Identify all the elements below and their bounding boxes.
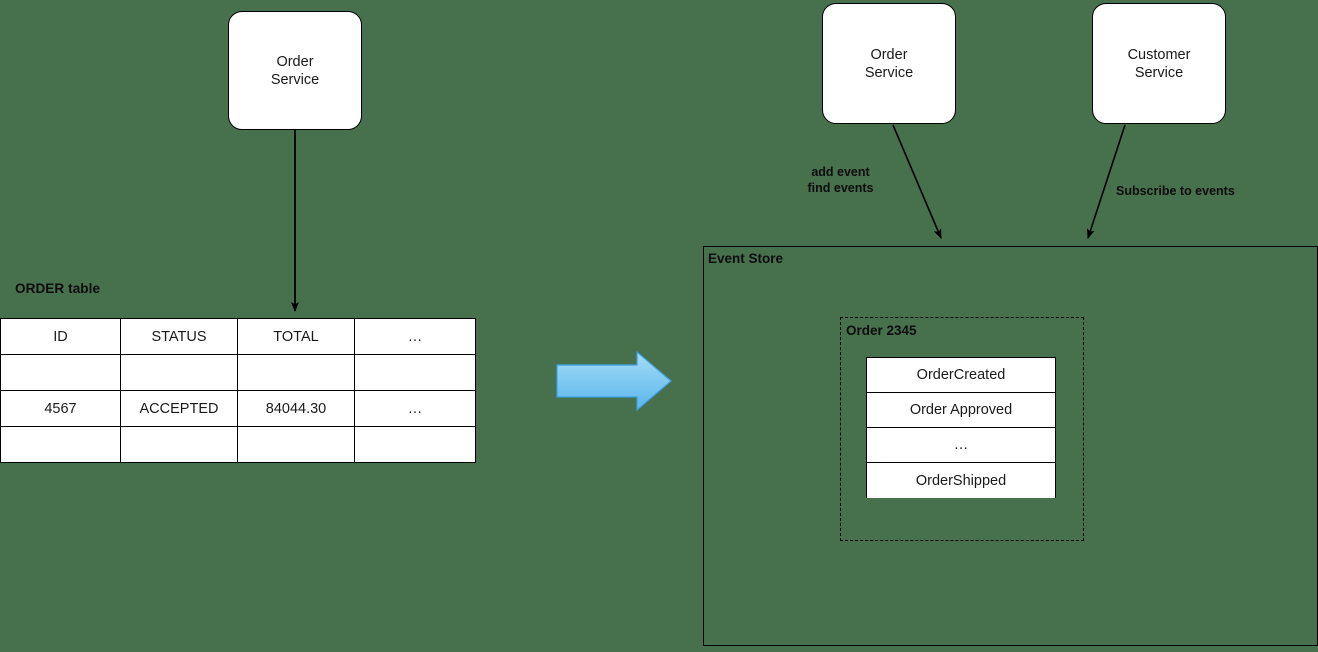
event-list: OrderCreated Order Approved … OrderShipp…	[866, 357, 1056, 498]
edge-label-subscribe-to-events: Subscribe to events	[1116, 184, 1235, 198]
table-cell: ACCEPTED	[120, 390, 238, 427]
table-row	[0, 426, 476, 463]
table-header-cell: …	[354, 318, 476, 355]
table-cell: 4567	[0, 390, 121, 427]
table-row	[0, 354, 476, 391]
edge-label-add-find-events: add event find events	[807, 165, 874, 195]
table-header-cell: TOTAL	[237, 318, 355, 355]
table-cell: …	[354, 390, 476, 427]
customer-service-label: Customer Service	[1127, 46, 1191, 81]
order-table-caption: ORDER table	[15, 281, 101, 296]
customer-service-box[interactable]: Customer Service	[1092, 3, 1226, 124]
table-cell	[237, 354, 355, 391]
event-list-item[interactable]: OrderCreated	[867, 358, 1055, 393]
order-service-label-right: Order Service	[864, 46, 914, 81]
table-cell	[120, 426, 238, 463]
table-cell	[0, 354, 121, 391]
table-cell	[354, 354, 476, 391]
table-cell	[120, 354, 238, 391]
connector-customer-service-to-event-store	[1086, 124, 1126, 239]
connector-order-service-to-event-store	[892, 124, 942, 239]
table-cell	[354, 426, 476, 463]
table-row: 4567 ACCEPTED 84044.30 …	[0, 390, 476, 427]
event-store-title: Event Store	[708, 251, 784, 266]
table-header-row: ID STATUS TOTAL …	[0, 318, 476, 355]
order-table: ID STATUS TOTAL … 4567 ACCEPTED 84044.30…	[0, 318, 476, 463]
order-service-box-left[interactable]: Order Service	[228, 11, 362, 130]
event-list-item[interactable]: Order Approved	[867, 393, 1055, 428]
table-cell	[0, 426, 121, 463]
blue-transform-arrow-shape	[556, 350, 672, 412]
table-cell: 84044.30	[237, 390, 355, 427]
table-header-cell: ID	[0, 318, 121, 355]
aggregate-order-2345-box	[840, 317, 1084, 541]
order-service-label-left: Order Service	[270, 53, 320, 88]
event-list-item[interactable]: OrderShipped	[867, 463, 1055, 498]
event-list-item[interactable]: …	[867, 428, 1055, 463]
table-header-cell: STATUS	[120, 318, 238, 355]
table-cell	[237, 426, 355, 463]
aggregate-title-order-2345: Order 2345	[846, 323, 917, 338]
order-service-box-right[interactable]: Order Service	[822, 3, 956, 124]
